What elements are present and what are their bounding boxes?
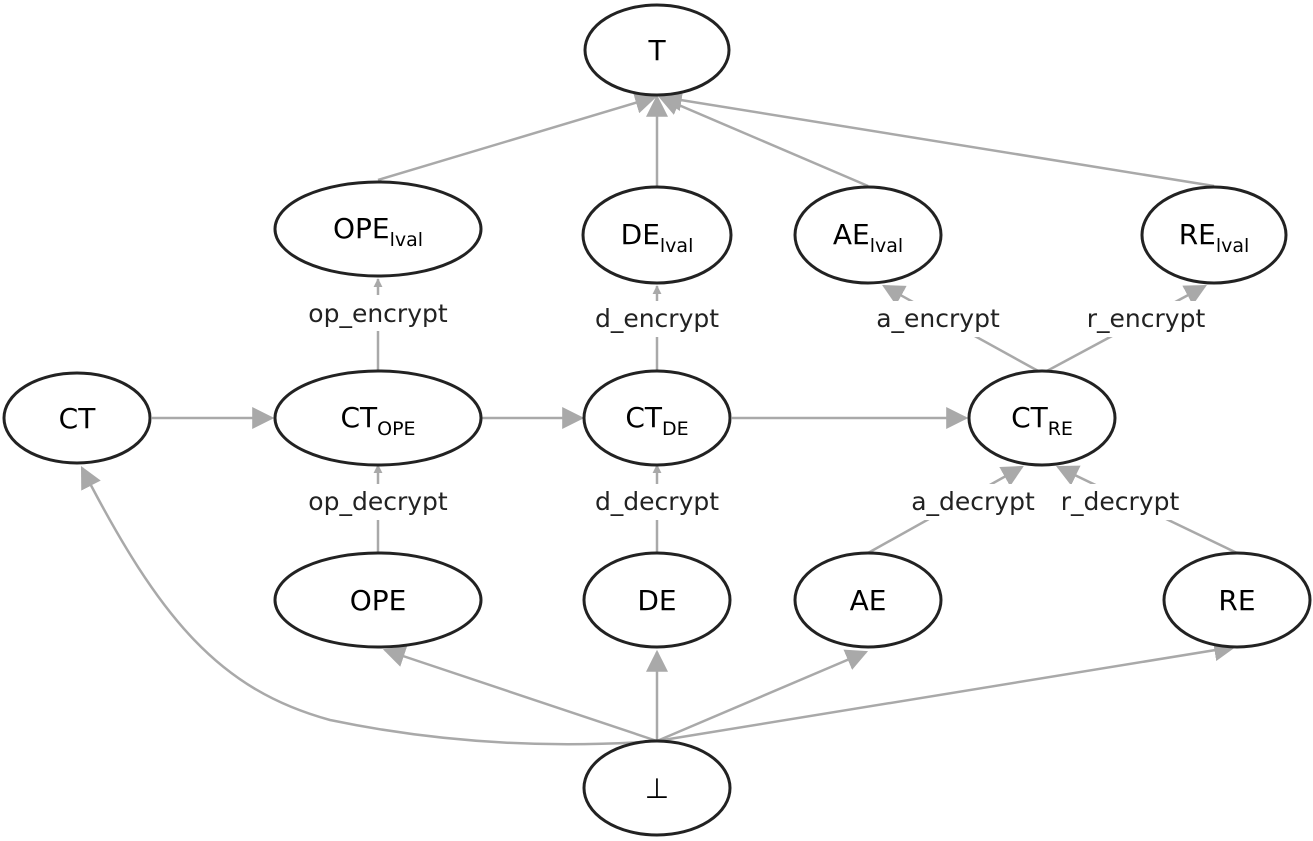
node-ae-label: AE (850, 584, 887, 617)
node-ope[interactable]: OPE (273, 551, 483, 649)
svg-text:T: T (647, 34, 666, 67)
node-ct-de[interactable]: CTDE (582, 369, 732, 467)
node-ct-re-main: CT (1011, 401, 1049, 434)
node-re-lval-main: RE (1179, 218, 1216, 251)
svg-text:CTDE: CTDE (625, 401, 688, 440)
nodes: T OPElval DElval AElval RElval CT (2, 3, 1312, 837)
node-bottom[interactable]: ⊥ (582, 739, 732, 837)
edge-label-d-encrypt: d_encrypt (595, 304, 719, 333)
node-ae-lval-sub: lval (870, 235, 903, 257)
edge-re-lval-to-top (659, 89, 1215, 188)
node-ope-lval-main: OPE (333, 212, 390, 245)
node-ct-re[interactable]: CTRE (967, 369, 1117, 467)
svg-text:RE: RE (1218, 584, 1255, 617)
node-ct-ope-main: CT (340, 401, 378, 434)
svg-text:AE: AE (850, 584, 887, 617)
edge-label-r-decrypt: r_decrypt (1061, 487, 1180, 516)
node-ct-de-main: CT (625, 401, 663, 434)
node-ope-label: OPE (350, 584, 407, 617)
edge-bottom-to-ct (80, 466, 658, 746)
edge-ae-lval-to-top (657, 94, 869, 188)
svg-text:AElval: AElval (833, 218, 903, 257)
edge-label-op-decrypt: op_decrypt (308, 487, 448, 516)
node-ae[interactable]: AE (793, 551, 943, 649)
svg-text:DE: DE (637, 584, 676, 617)
edge-labels: op_encrypt d_encrypt a_encrypt r_encrypt… (293, 295, 1217, 520)
edge-ope-lval-to-top (377, 92, 658, 182)
node-ae-lval-main: AE (833, 218, 870, 251)
svg-text:OPE: OPE (350, 584, 407, 617)
node-de-lval-sub: lval (660, 235, 693, 257)
node-ope-lval[interactable]: OPElval (273, 180, 483, 278)
edge-label-d-decrypt: d_decrypt (595, 487, 719, 516)
svg-text:OPElval: OPElval (333, 212, 423, 251)
svg-text:CTOPE: CTOPE (340, 401, 415, 440)
node-ct-ope-sub: OPE (377, 418, 415, 440)
node-ct-ope[interactable]: CTOPE (273, 369, 483, 467)
node-ct-re-sub: RE (1048, 418, 1073, 440)
edge-bottom-to-ope (382, 645, 658, 743)
svg-text:RElval: RElval (1179, 218, 1250, 257)
node-re-lval[interactable]: RElval (1140, 185, 1288, 285)
node-ope-lval-sub: lval (390, 229, 423, 251)
edge-bottom-to-re (656, 639, 1237, 743)
edge-bottom-to-ae (656, 649, 869, 743)
node-top[interactable]: T (583, 3, 731, 97)
node-re-lval-sub: lval (1216, 235, 1249, 257)
node-bottom-label: ⊥ (645, 772, 669, 805)
node-top-label: T (647, 34, 666, 67)
edge-label-a-encrypt: a_encrypt (876, 304, 1000, 333)
node-ct-label: CT (59, 402, 97, 435)
node-re-label: RE (1218, 584, 1255, 617)
node-ae-lval[interactable]: AElval (793, 185, 943, 285)
node-de[interactable]: DE (582, 551, 732, 649)
node-de-lval-main: DE (621, 218, 660, 251)
svg-text:CTRE: CTRE (1011, 401, 1073, 440)
node-ct-de-sub: DE (662, 418, 689, 440)
node-de-lval[interactable]: DElval (581, 185, 733, 285)
svg-text:DElval: DElval (621, 218, 694, 257)
edge-label-op-encrypt: op_encrypt (308, 299, 448, 328)
node-re[interactable]: RE (1162, 551, 1312, 649)
edge-label-a-decrypt: a_decrypt (911, 487, 1035, 516)
node-de-label: DE (637, 584, 676, 617)
node-ct[interactable]: CT (2, 371, 152, 465)
edge-label-r-encrypt: r_encrypt (1087, 304, 1206, 333)
svg-text:CT: CT (59, 402, 97, 435)
svg-text:⊥: ⊥ (645, 772, 669, 805)
